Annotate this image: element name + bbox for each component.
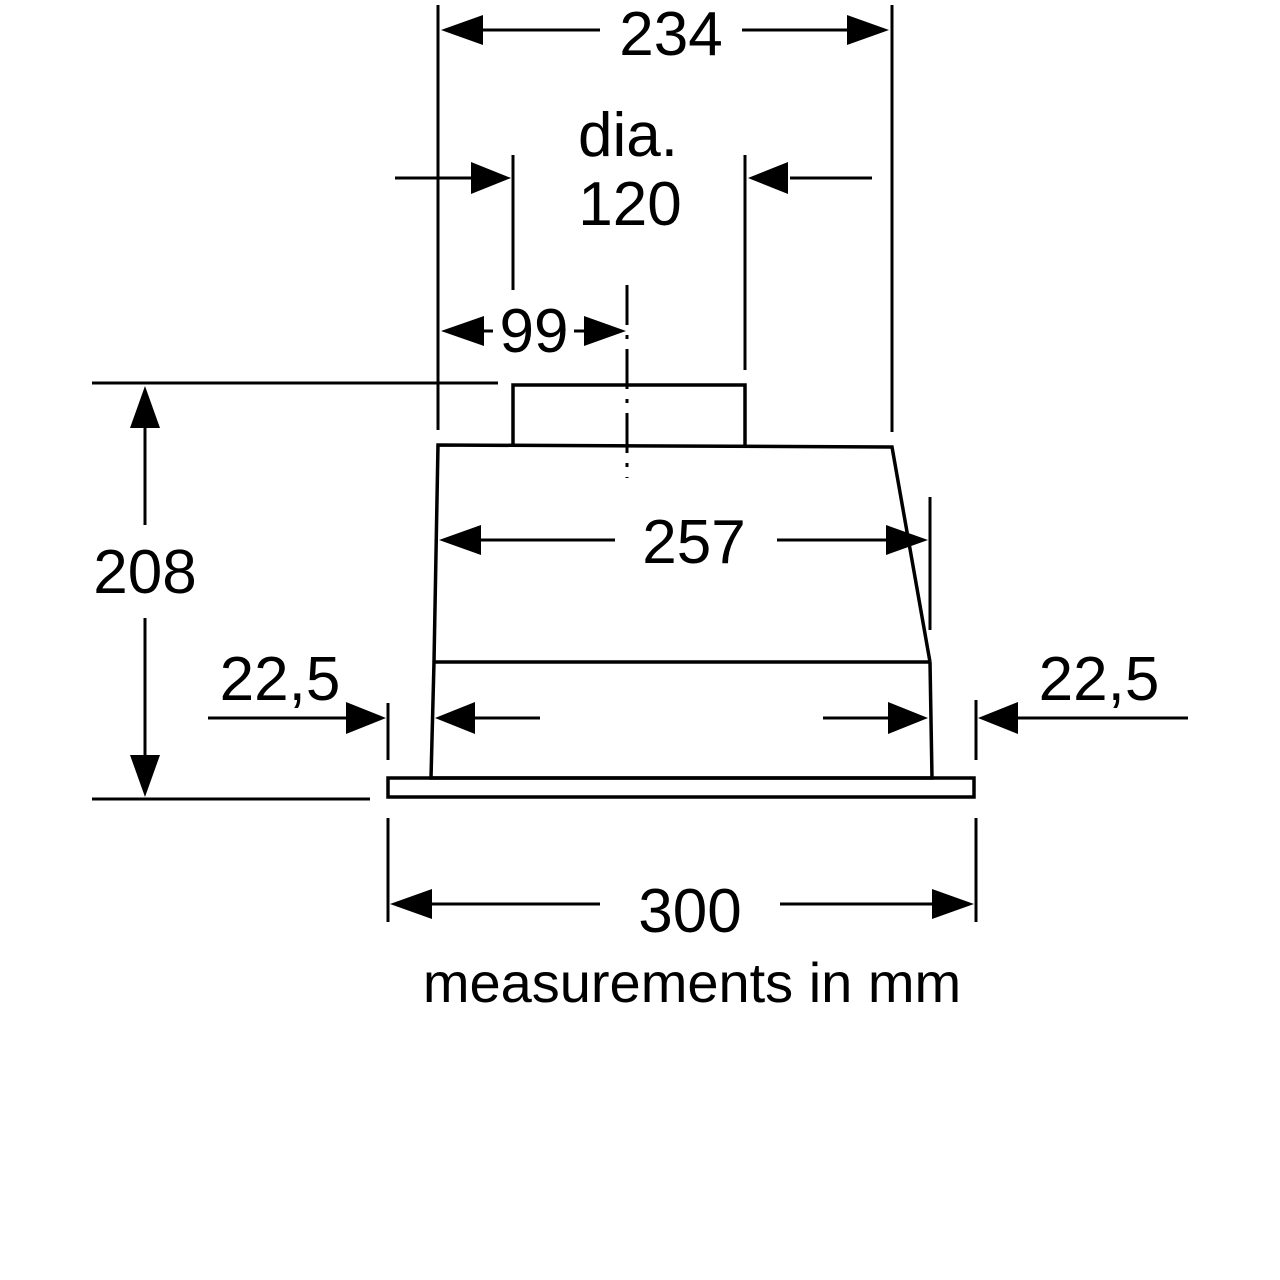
extension-lines bbox=[92, 5, 978, 922]
lower-body bbox=[429, 661, 934, 780]
arrow-right-icon bbox=[847, 15, 889, 45]
base-plate bbox=[386, 776, 976, 799]
dimension-duct-offset: 99 bbox=[441, 297, 626, 366]
duct-offset-label: 99 bbox=[500, 297, 569, 366]
top-width-label: 234 bbox=[619, 0, 722, 69]
dimension-top-width: 234 bbox=[441, 0, 889, 69]
base-width-label: 300 bbox=[638, 877, 741, 946]
arrow-left-icon bbox=[748, 162, 788, 194]
arrow-right-icon bbox=[346, 702, 386, 734]
dimension-body-width: 257 bbox=[439, 508, 928, 577]
units-caption: measurements in mm bbox=[423, 951, 961, 1014]
arrow-left-icon bbox=[439, 525, 481, 555]
left-overhang-label: 22,5 bbox=[220, 645, 341, 714]
dimension-right-overhang: 22,5 bbox=[823, 645, 1188, 734]
dimension-left-overhang: 22,5 bbox=[208, 645, 540, 734]
arrow-right-icon bbox=[584, 316, 626, 346]
arrow-down-icon bbox=[130, 755, 160, 797]
arrow-right-icon bbox=[471, 162, 511, 194]
arrow-up-icon bbox=[130, 386, 160, 428]
arrow-right-icon bbox=[888, 702, 928, 734]
arrow-left-icon bbox=[441, 316, 484, 346]
duct-label-line1: dia. bbox=[578, 101, 678, 170]
arrow-left-icon bbox=[978, 702, 1018, 734]
body-width-label: 257 bbox=[642, 508, 745, 577]
dimension-height: 208 bbox=[93, 386, 197, 797]
upper-body bbox=[432, 443, 932, 663]
right-overhang-label: 22,5 bbox=[1039, 645, 1160, 714]
duct-collar bbox=[511, 383, 747, 445]
arrow-right-icon bbox=[932, 889, 974, 919]
height-label: 208 bbox=[93, 538, 196, 607]
arrow-left-icon bbox=[390, 889, 432, 919]
arrow-left-icon bbox=[441, 15, 483, 45]
appliance-outline bbox=[386, 285, 976, 799]
duct-label-line2: 120 bbox=[578, 170, 681, 239]
dimension-duct-diameter: dia. 120 bbox=[395, 101, 872, 239]
dimension-base-width: 300 bbox=[390, 877, 974, 946]
arrow-right-icon bbox=[886, 525, 928, 555]
arrow-left-icon bbox=[435, 702, 475, 734]
